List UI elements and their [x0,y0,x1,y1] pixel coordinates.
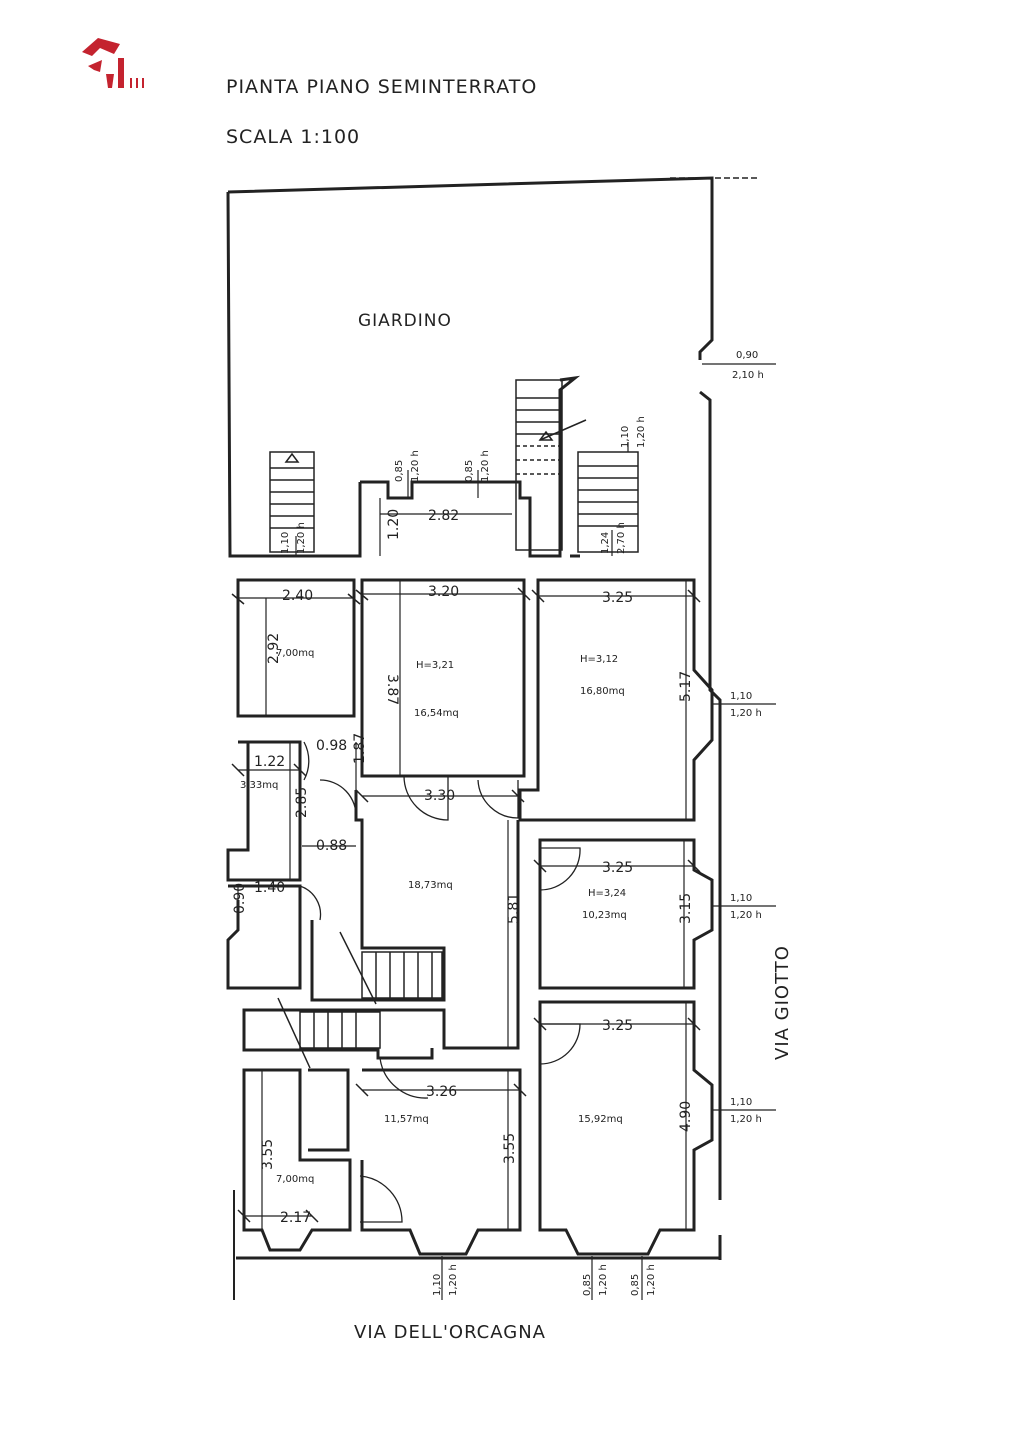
door-swings [299,741,581,1223]
room-9-area: 7,00mq [276,1174,314,1185]
rear-window-1-width: 0,85 [394,460,405,482]
garden-wall-west [226,191,362,558]
room-1-area: 7,00mq [276,648,314,659]
south-window-1-height: 1,20 h [448,1264,459,1296]
hall-depth: 5.81 [506,893,522,924]
window-1-width: 1,10 [730,691,752,702]
room-7-area: 11,57mq [384,1114,429,1125]
room-2-height: H=3,21 [416,660,454,671]
room-3-width: 3.25 [602,590,633,606]
room-3-walls [518,578,714,822]
room-1-width: 2.40 [282,588,313,604]
stair-east-width: 1,24 [600,532,611,554]
room-4-width: 1.22 [254,754,285,770]
dimension-lines [228,363,776,1300]
room-4-walls [226,740,302,882]
dim-2-82: 2.82 [428,508,459,524]
room-3-height: H=3,12 [580,654,618,665]
room-6-width: 3.25 [602,860,633,876]
room-3-depth: 5.17 [678,671,694,702]
room-2-walls [360,578,526,778]
rear-window-2-height: 1,20 h [480,450,491,482]
dim-1-40: 1.40 [254,880,285,896]
garden-label: GIARDINO [358,311,452,331]
window-3-height: 1,20 h [730,1114,762,1125]
gate-width: 0,90 [736,350,758,361]
room-7-width: 3.26 [426,1084,457,1100]
room-4-area: 3,33mq [240,780,278,791]
dim-0-98: 0.98 [316,738,347,754]
stair-east-upper-width: 1,10 [620,426,631,448]
dim-0-88: 0.88 [316,838,347,854]
hall-width: 3.30 [424,788,455,804]
rear-window-2-width: 0,85 [464,460,475,482]
room-6-area: 10,23mq [582,910,627,921]
stair-hall [361,951,443,999]
hall-area: 18,73mq [408,880,453,891]
room-8-depth: 4.90 [678,1101,694,1132]
room-9-walls [242,1068,352,1252]
stair-center [515,379,563,551]
stair-east-height: 2,70 h [616,522,627,554]
room-1-walls [236,578,356,718]
south-window-3-height: 1,20 h [646,1264,657,1296]
stair-west-height: 1,20 h [296,522,307,554]
garden-wall-north-east [227,176,714,360]
gate-height: 2,10 h [732,370,764,381]
dim-0-90: 0.90 [232,883,248,914]
room-8-width: 3.25 [602,1018,633,1034]
room-7-depth: 3.55 [502,1133,518,1164]
window-3-width: 1,10 [730,1097,752,1108]
stair-south [299,1011,381,1049]
room-2-depth: 3.87 [384,674,400,705]
logo-icon [82,38,144,88]
room-7-walls [360,1068,522,1256]
room-3-area: 16,80mq [580,686,625,697]
dim-1-20: 1.20 [386,509,402,540]
room-1-depth: 2.92 [266,633,282,664]
window-1-height: 1,20 h [730,708,762,719]
window-2-height: 1,20 h [730,910,762,921]
room-9-width: 2.17 [280,1210,311,1226]
rear-window-1-height: 1,20 h [410,450,421,482]
room-6-height: H=3,24 [588,888,626,899]
plan-scale: SCALA 1:100 [226,126,361,148]
room-9-depth: 3.55 [260,1139,276,1170]
south-window-2-height: 1,20 h [598,1264,609,1296]
south-window-3-width: 0,85 [630,1274,641,1296]
stair-east-upper-height: 1,20 h [636,416,647,448]
plan-title: PIANTA PIANO SEMINTERRATO [226,76,538,98]
south-window-2-width: 0,85 [582,1274,593,1296]
window-2-width: 1,10 [730,893,752,904]
room-8-area: 15,92mq [578,1114,623,1125]
south-window-1-width: 1,10 [432,1274,443,1296]
room-2-area: 16,54mq [414,708,459,719]
room-6-walls [538,838,714,990]
room-8-walls [538,1000,714,1256]
stair-west [269,451,315,553]
room-4-depth: 2.85 [294,787,310,818]
stair-west-width: 1,10 [280,532,291,554]
street-south: VIA DELL'ORCAGNA [354,1322,546,1343]
room-6-depth: 3.15 [678,893,694,924]
dim-1-87: 1.87 [352,733,368,764]
room-2-width: 3.20 [428,584,459,600]
street-east: VIA GIOTTO [772,945,793,1060]
